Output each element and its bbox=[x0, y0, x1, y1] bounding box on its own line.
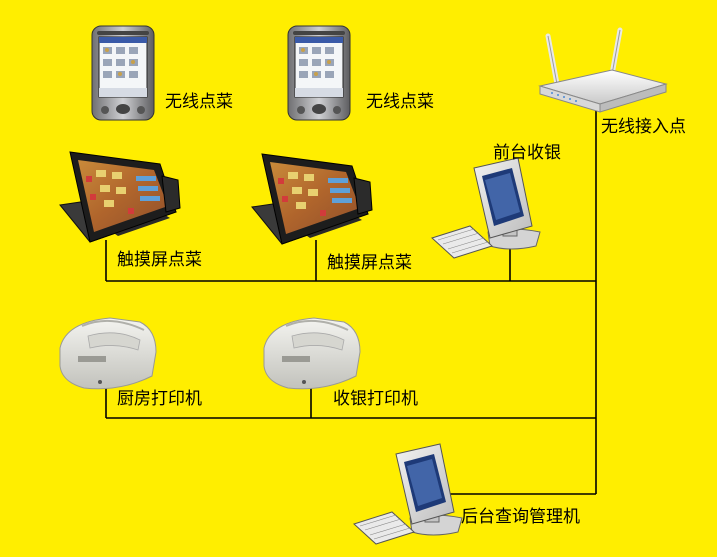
front-desk-label: 前台收银 bbox=[493, 143, 561, 163]
receipt-printer-icon bbox=[263, 317, 361, 390]
touch-2-label: 触摸屏点菜 bbox=[327, 253, 412, 273]
touchscreen-pos-icon bbox=[251, 153, 373, 245]
receipt-printer-icon bbox=[59, 317, 157, 390]
cashier-printer-label: 收银打印机 bbox=[333, 389, 418, 409]
pda-2-label: 无线点菜 bbox=[366, 92, 434, 112]
router-label: 无线接入点 bbox=[601, 117, 686, 137]
kitchen-printer-label: 厨房打印机 bbox=[117, 389, 202, 409]
touchscreen-pos-icon bbox=[59, 151, 181, 243]
touch-1-label: 触摸屏点菜 bbox=[117, 250, 202, 270]
wireless-router-icon bbox=[538, 27, 668, 113]
pda-icon bbox=[91, 25, 155, 121]
pda-1-label: 无线点菜 bbox=[165, 92, 233, 112]
desktop-computer-icon bbox=[431, 157, 541, 259]
desktop-computer-icon bbox=[353, 443, 463, 545]
backoffice-label: 后台查询管理机 bbox=[461, 507, 580, 527]
pda-icon bbox=[287, 25, 351, 121]
connection-lines bbox=[105, 108, 597, 495]
